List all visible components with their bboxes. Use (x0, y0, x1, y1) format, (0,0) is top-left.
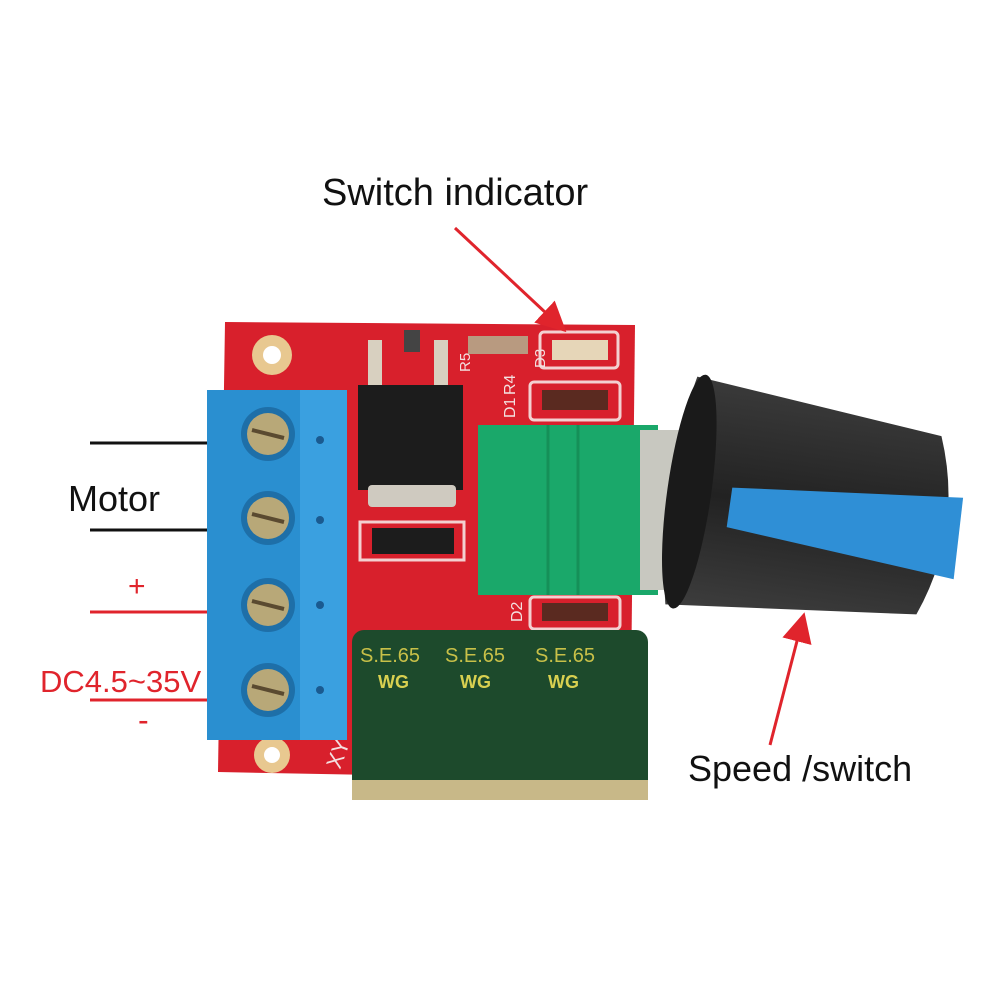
voltage-label: DC4.5~35V (40, 664, 202, 699)
screw-1 (241, 407, 295, 461)
speed-switch-arrow (768, 612, 812, 746)
marking-d3: D3 (532, 349, 549, 368)
marking-r4: R4 (502, 374, 519, 395)
potentiometer (478, 425, 685, 595)
cap-series-1: WG (378, 672, 409, 692)
marking-d2: D2 (509, 601, 526, 622)
screw-3 (241, 578, 295, 632)
marking-r5: R5 (457, 353, 474, 372)
cap-brand-1: S.E.65 (360, 645, 420, 667)
mosfet (358, 330, 463, 507)
speed-knob[interactable] (651, 372, 977, 647)
minus-label: - (138, 702, 149, 738)
cap-brand-2: S.E.65 (445, 645, 505, 667)
speed-switch-label: Speed /switch (688, 748, 913, 789)
plus-label: + (128, 570, 146, 603)
motor-label: Motor (68, 478, 161, 519)
switch-indicator-arrow (453, 226, 567, 333)
switch-indicator-label: Switch indicator (322, 172, 589, 214)
capacitor: S.E.65 S.E.65 S.E.65 WG WG WG (352, 630, 648, 800)
cap-series-2: WG (460, 672, 491, 692)
screw-4 (241, 663, 295, 717)
screw-2 (241, 491, 295, 545)
screw-terminals (241, 407, 295, 717)
diode (358, 520, 466, 562)
cap-series-3: WG (548, 672, 579, 692)
marking-d1: D1 (502, 397, 519, 418)
cap-brand-3: S.E.65 (535, 645, 595, 667)
